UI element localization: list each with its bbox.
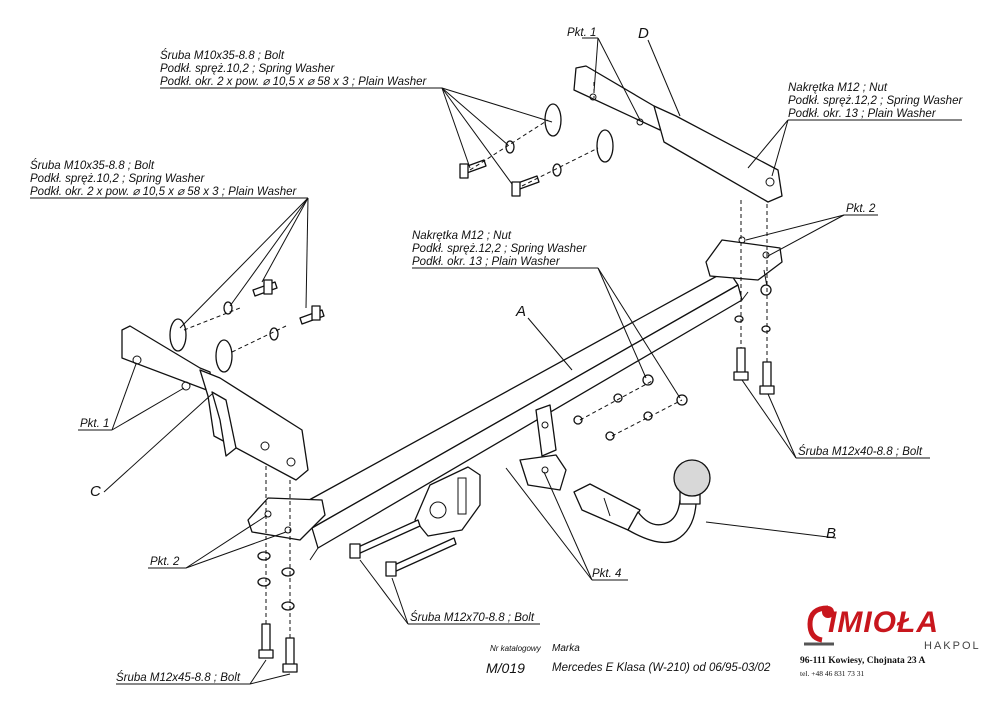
side-bracket-d bbox=[573, 65, 783, 203]
callout-line: Podkł. spręż.12,2 ; Spring Washer bbox=[412, 243, 587, 255]
brand-phone: tel. +48 46 831 73 31 bbox=[800, 669, 865, 678]
callout-line: Nakrętka M12 ; Nut bbox=[412, 230, 512, 242]
label-pkt2-right: Pkt. 2 bbox=[846, 203, 876, 215]
callout-line: Podkł. okr. 13 ; Plain Washer bbox=[788, 108, 937, 120]
callout-line: Podkł. okr. 13 ; Plain Washer bbox=[412, 256, 561, 268]
callout-line: Nakrętka M12 ; Nut bbox=[788, 82, 888, 94]
callout-line: Podkł. spręż.10,2 ; Spring Washer bbox=[30, 173, 205, 185]
label-pkt1-left: Pkt. 1 bbox=[80, 418, 109, 430]
label-a: A bbox=[515, 303, 526, 320]
label-bolt-m12x70: Śruba M12x70-8.8 ; Bolt bbox=[410, 611, 535, 624]
callout-bolt-top: Śruba M10x35-8.8 ; Bolt Podkł. spręż.10,… bbox=[160, 49, 428, 88]
callout-line: Podkł. spręż.12,2 ; Spring Washer bbox=[788, 95, 963, 107]
tow-ball-b bbox=[573, 459, 711, 544]
leader-lines bbox=[30, 37, 962, 685]
callout-line: Śruba M10x35-8.8 ; Bolt bbox=[30, 159, 155, 172]
brand-address: 96-111 Kowiesy, Chojnata 23 A bbox=[800, 656, 926, 666]
callout-line: Podkł. okr. 2 x pow. ⌀ 10,5 x ⌀ 58 x 3 ;… bbox=[30, 186, 298, 198]
make-label: Marka bbox=[552, 643, 580, 654]
vertical-bolts bbox=[258, 347, 775, 673]
callout-line: Podkł. okr. 2 x pow. ⌀ 10,5 x ⌀ 58 x 3 ;… bbox=[160, 76, 428, 88]
bolts-m12x70 bbox=[349, 519, 457, 577]
callout-bolt-left: Śruba M10x35-8.8 ; Bolt Podkł. spręż.10,… bbox=[30, 159, 298, 198]
callout-nut-center: Nakrętka M12 ; Nut Podkł. spręż.12,2 ; S… bbox=[412, 230, 587, 268]
label-d: D bbox=[638, 25, 649, 42]
alignment-lines bbox=[183, 82, 768, 638]
brand-hook-icon bbox=[804, 605, 834, 646]
callout-nut-right: Nakrętka M12 ; Nut Podkł. spręż.12,2 ; S… bbox=[788, 82, 963, 120]
label-pkt2-left: Pkt. 2 bbox=[150, 556, 180, 568]
brand-name: IMIOŁA bbox=[828, 606, 939, 639]
brand-sub: HAKPOL bbox=[924, 640, 981, 652]
socket-plate bbox=[414, 466, 481, 537]
large-washers bbox=[169, 103, 614, 373]
center-tab bbox=[519, 404, 567, 491]
label-c: C bbox=[90, 483, 101, 500]
label-pkt1-top: Pkt. 1 bbox=[567, 27, 596, 39]
right-mount-plate bbox=[705, 236, 783, 293]
catalog-label: Nr katalogowy bbox=[490, 644, 541, 653]
left-mount-plate bbox=[247, 497, 326, 541]
brand-block: IMIOŁA HAKPOL 96-111 Kowiesy, Chojnata 2… bbox=[800, 604, 990, 699]
label-bolt-m12x45: Śruba M12x45-8.8 ; Bolt bbox=[116, 671, 241, 684]
label-pkt4: Pkt. 4 bbox=[592, 568, 621, 580]
callout-line: Śruba M10x35-8.8 ; Bolt bbox=[160, 49, 285, 62]
label-bolt-m12x40: Śruba M12x40-8.8 ; Bolt bbox=[798, 445, 923, 458]
bolts-m10 bbox=[252, 159, 540, 325]
small-washers bbox=[223, 140, 772, 611]
label-b: B bbox=[826, 525, 836, 542]
catalog-number: M/019 bbox=[486, 660, 525, 676]
side-bracket-c bbox=[121, 325, 309, 481]
callout-line: Podkł. spręż.10,2 ; Spring Washer bbox=[160, 63, 335, 75]
vehicle-model: Mercedes E Klasa (W-210) od 06/95-03/02 bbox=[552, 662, 771, 674]
